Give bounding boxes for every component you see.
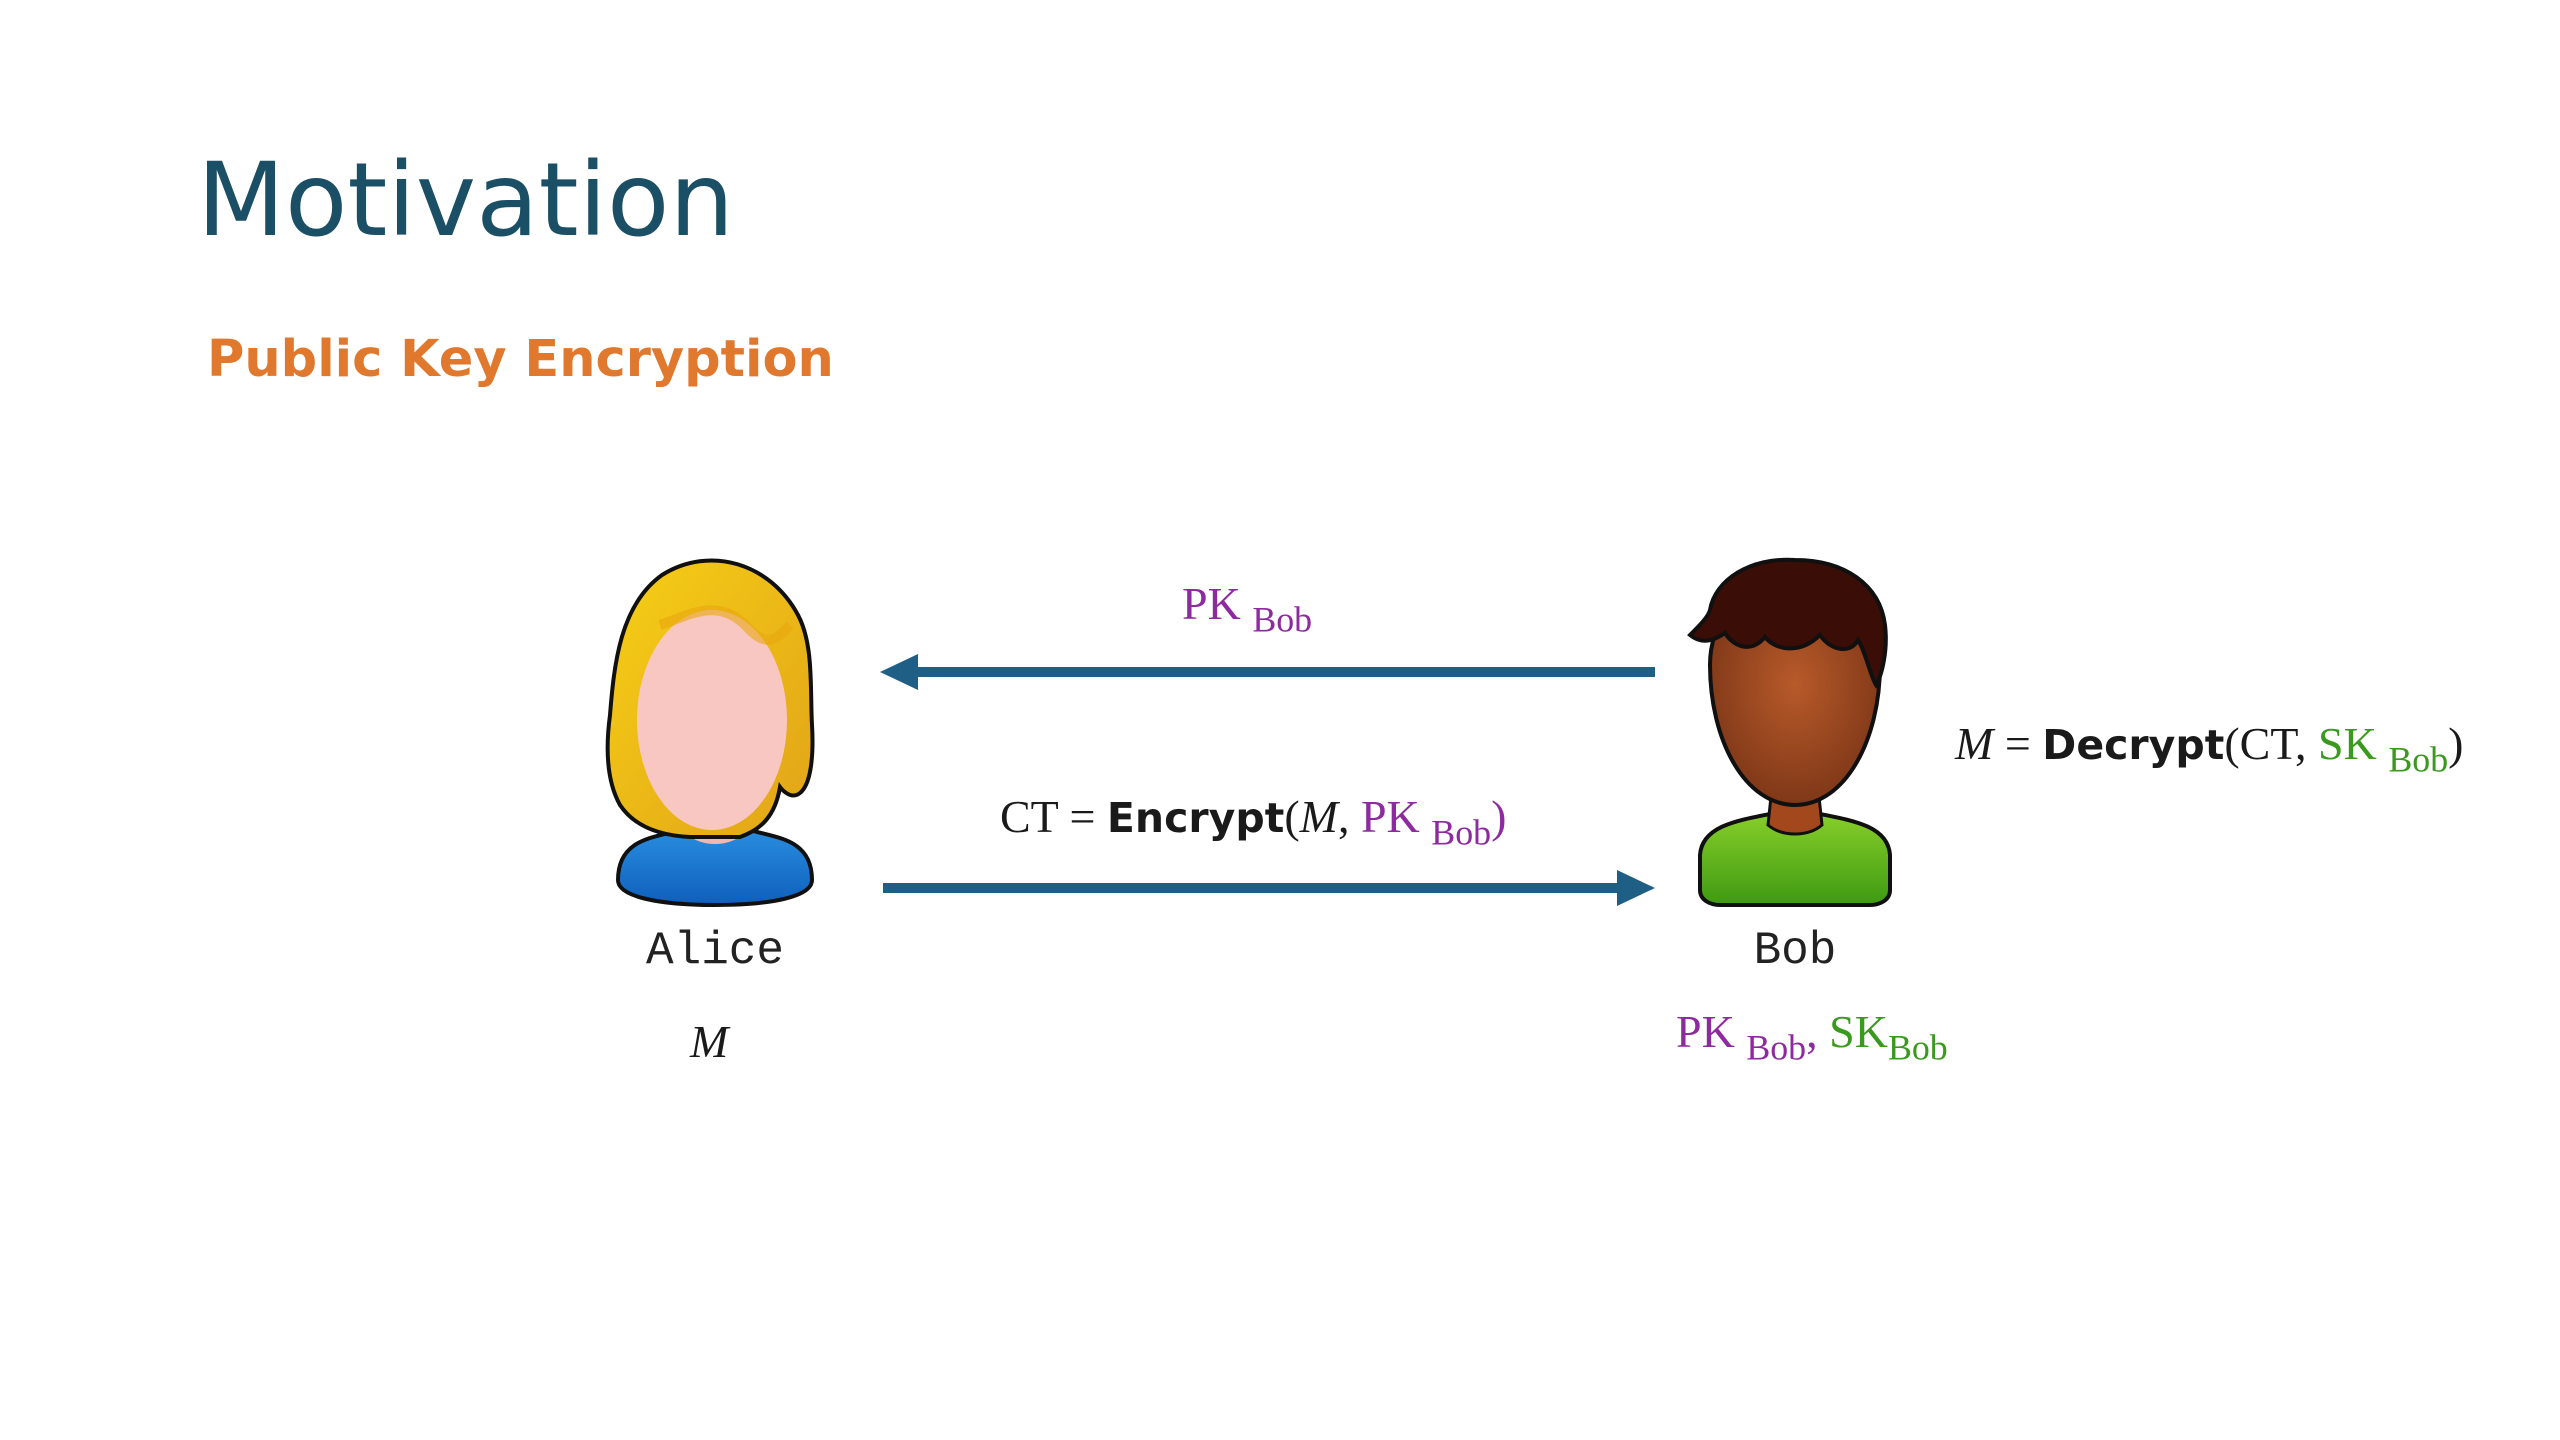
comma: , [1337,791,1350,842]
open-paren: ( [1284,791,1300,842]
public-key-subscript: Bob [1252,599,1313,640]
bob-secret-key-subscript: Bob [1887,1027,1948,1068]
equals-symbol: = [1069,791,1096,842]
ciphertext-arg: CT, [2239,718,2307,769]
public-key-label: PK [1360,791,1420,842]
secret-key-label: SK [2318,718,2377,769]
equals-symbol: = [2004,718,2031,769]
close-paren: ) [2448,718,2464,769]
arrow-to-alice [880,654,1655,690]
ciphertext-symbol: CT [1000,791,1058,842]
slide-subtitle: Public Key Encryption [207,330,834,389]
open-paren: ( [2224,718,2240,769]
message-symbol: M [1299,791,1338,842]
arrow-to-alice-label: PK Bob [1182,577,1312,641]
encrypt-function: Encrypt [1106,794,1285,842]
encrypt-formula: CT = Encrypt(M, PK Bob) [1000,790,1506,854]
male-user-icon [1687,557,1892,907]
female-user-icon [605,558,815,908]
message-symbol: M [1955,718,1994,769]
alice-message: M [690,1016,729,1067]
bob-public-key-subscript: Bob [1746,1027,1807,1068]
slide-title: Motivation [197,141,734,260]
decrypt-formula: M = Decrypt(CT, SK Bob) [1955,717,2463,781]
bob-name: Bob [1753,925,1837,977]
public-key-subscript: Bob [1431,812,1492,853]
bob-keys: PK Bob, SKBob [1676,1005,1948,1069]
alice-name: Alice [645,925,785,977]
bob-secret-key: SK [1829,1006,1888,1057]
bob-public-key: PK [1676,1006,1735,1057]
decrypt-function: Decrypt [2042,721,2225,769]
keys-separator: , [1806,1006,1818,1057]
public-key-label: PK [1182,578,1241,629]
secret-key-subscript: Bob [2388,739,2449,780]
close-paren: ) [1491,791,1507,842]
arrow-to-bob [883,870,1655,906]
